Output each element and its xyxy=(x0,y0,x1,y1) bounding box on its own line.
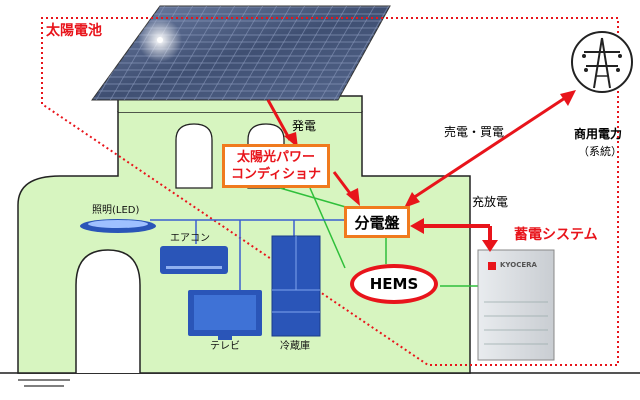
air-conditioner-icon xyxy=(160,246,228,274)
hems-ellipse: HEMS xyxy=(350,264,438,304)
grid-label-line2: （系統） xyxy=(578,145,622,158)
tv-label: テレビ xyxy=(210,341,240,352)
power-flow-arrows xyxy=(266,90,576,252)
power-conditioner-box: 太陽光パワー コンディショナ xyxy=(222,144,330,188)
refrigerator-icon xyxy=(271,235,321,337)
hems-label: HEMS xyxy=(369,275,419,293)
wiring xyxy=(150,187,478,290)
distribution-board-label: 分電盤 xyxy=(354,213,400,232)
storage-battery-icon xyxy=(477,249,555,361)
grid-label-line1: 商用電力 xyxy=(574,127,623,141)
storage-system-label: 蓄電システム xyxy=(514,227,598,243)
power-conditioner-label-line2: コンディショナ xyxy=(230,167,322,182)
television-icon xyxy=(188,290,262,340)
aircon-label: エアコン xyxy=(170,233,210,244)
fridge-label: 冷蔵庫 xyxy=(280,341,310,352)
ceiling-light-icon xyxy=(80,219,156,233)
charge-discharge-label: 充放電 xyxy=(472,195,509,209)
solar-panel-label: 太陽電池 xyxy=(46,23,102,39)
generation-label: 発電 xyxy=(292,119,317,133)
solar-panel-icon xyxy=(91,5,391,101)
distribution-board-box: 分電盤 xyxy=(344,206,410,238)
power-conditioner-label-line1: 太陽光パワー xyxy=(236,150,315,165)
battery-brand-label: KYOCERA xyxy=(500,261,537,269)
lighting-label: 照明(LED) xyxy=(92,205,140,216)
power-pylon-icon xyxy=(571,31,633,93)
sell-buy-label: 売電・買電 xyxy=(444,125,505,139)
system-boundary xyxy=(41,17,619,366)
ground-line xyxy=(0,372,640,387)
